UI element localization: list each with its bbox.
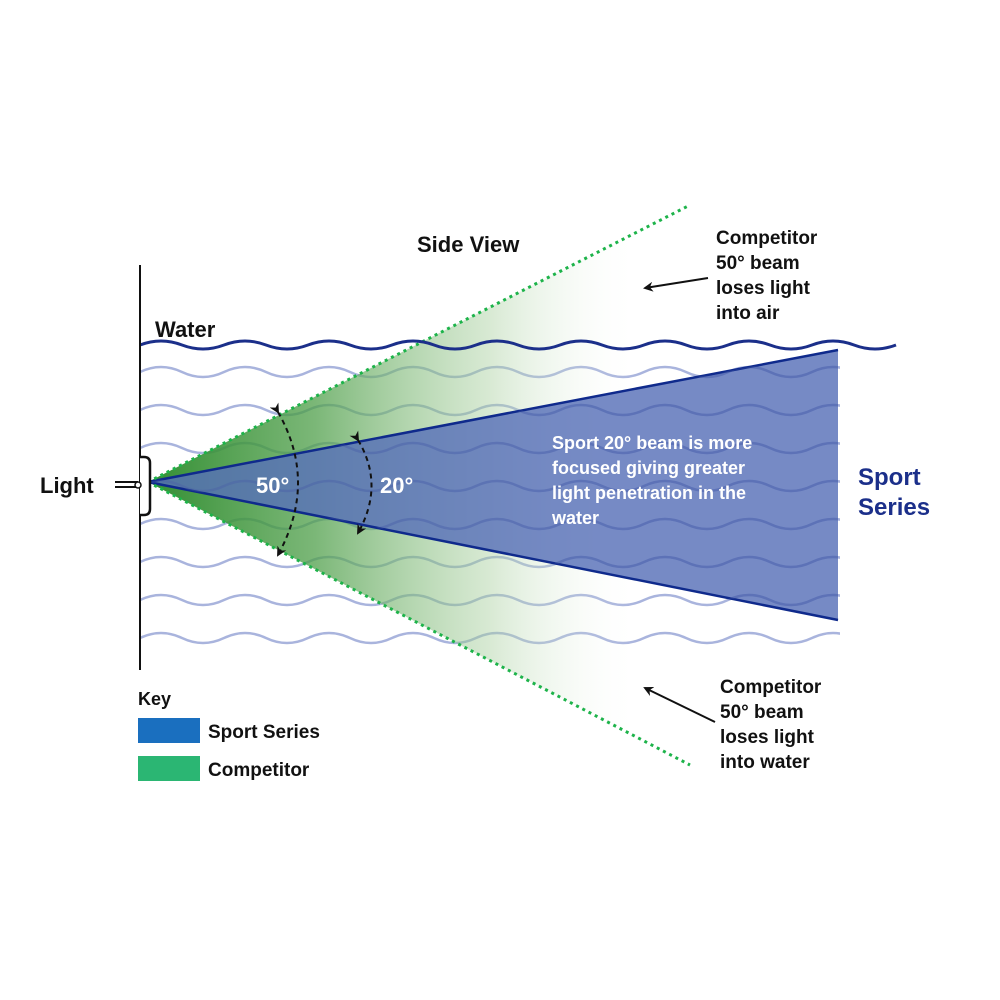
svg-text:Sport: Sport [858, 464, 921, 491]
legend: Key Sport Series Competitor [138, 689, 320, 781]
svg-text:into water: into water [720, 752, 810, 773]
svg-text:focused giving greater: focused giving greater [552, 458, 745, 478]
svg-text:Competitor: Competitor [716, 228, 818, 249]
air-callout-arrow [643, 277, 709, 292]
wave-line-in-beam [148, 479, 838, 493]
svg-text:light penetration in the: light penetration in the [552, 483, 746, 503]
sport-angle-label: 20° [380, 473, 413, 498]
legend-title: Key [138, 689, 171, 709]
svg-text:Sport 20° beam is more: Sport 20° beam is more [552, 433, 752, 453]
svg-text:Competitor: Competitor [720, 677, 822, 698]
diagram-title: Side View [417, 232, 520, 257]
water-callout-arrow [643, 686, 716, 723]
svg-text:loses light: loses light [720, 727, 815, 748]
legend-swatch-sport [138, 718, 200, 743]
sport-beam-lower-edge [147, 480, 839, 622]
sport-series-side-label: Sport Series [858, 464, 930, 521]
svg-text:50° beam: 50° beam [720, 702, 804, 723]
legend-label-sport: Sport Series [208, 722, 320, 743]
svg-text:loses light: loses light [716, 278, 811, 299]
svg-text:into air: into air [716, 303, 780, 324]
svg-text:Series: Series [858, 494, 930, 521]
light-label: Light [40, 473, 94, 498]
competitor-water-annotation: Competitor 50° beam loses light into wat… [720, 677, 822, 773]
sport-beam-upper-edge [147, 348, 839, 484]
competitor-angle-label: 50° [256, 473, 289, 498]
water-surface-line [139, 339, 897, 351]
water-label: Water [155, 317, 216, 342]
competitor-angle-arc [269, 402, 299, 557]
sport-angle-arc [349, 430, 373, 535]
svg-text:water: water [551, 508, 599, 528]
legend-swatch-competitor [138, 756, 200, 781]
sport-beam [148, 350, 838, 620]
sport-beam-annotation: Sport 20° beam is more focused giving gr… [551, 433, 752, 528]
light-fixture-icon [115, 455, 152, 517]
svg-text:50° beam: 50° beam [716, 253, 800, 274]
competitor-air-annotation: Competitor 50° beam loses light into air [716, 228, 818, 324]
legend-label-competitor: Competitor [208, 760, 310, 781]
